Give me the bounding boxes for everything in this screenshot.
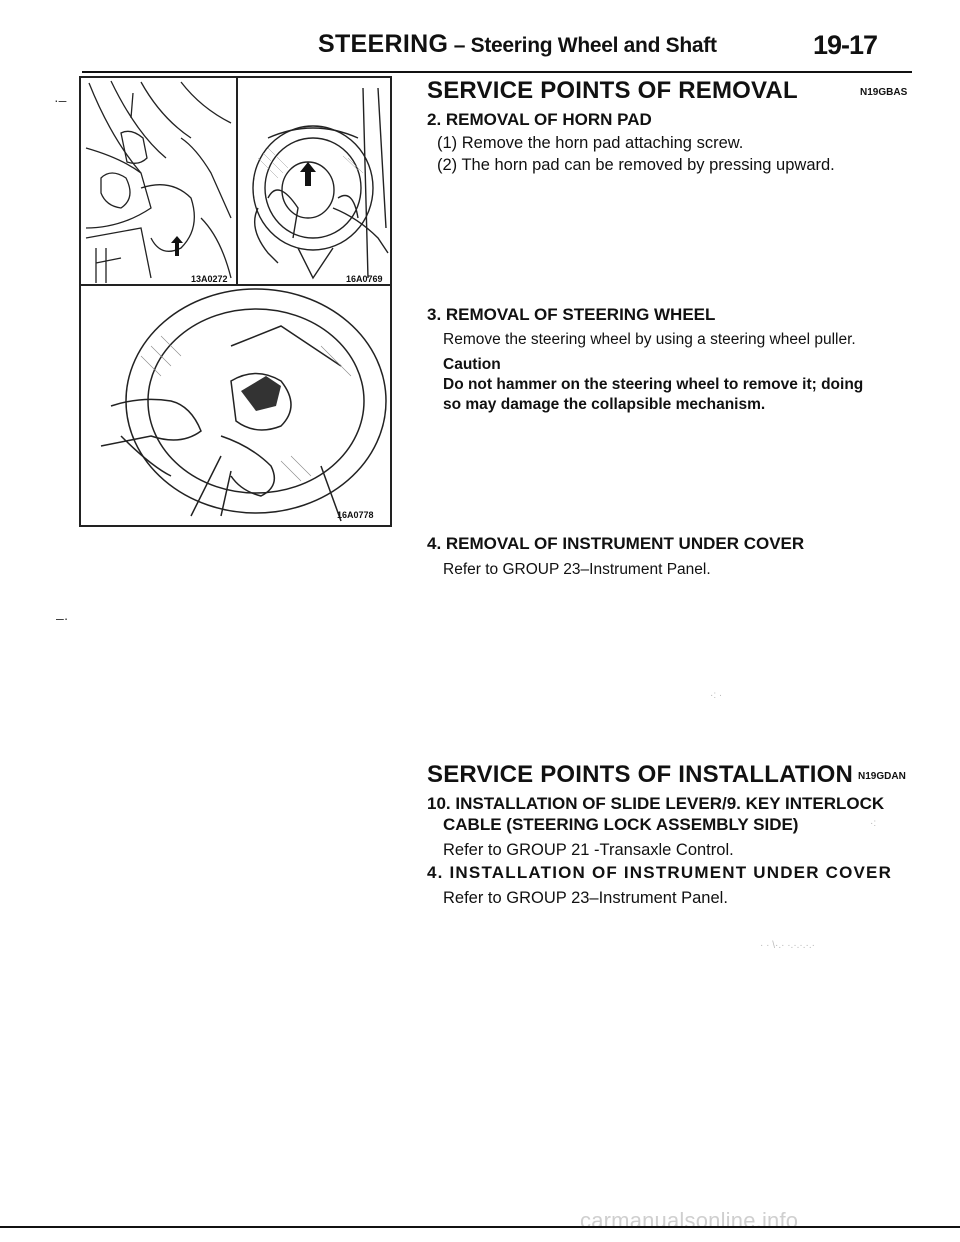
removal-item-line: Refer to GROUP 23–Instrument Panel.: [443, 561, 711, 578]
caution-label: Caution: [443, 356, 501, 373]
figure-code: 13A0272: [191, 274, 228, 284]
removal-item-title: 3. REMOVAL OF STEERING WHEEL: [427, 305, 716, 324]
figure-code: 16A0769: [346, 274, 383, 284]
installation-item-title: 10. INSTALLATION OF SLIDE LEVER/9. KEY I…: [427, 794, 885, 813]
scan-mark: –·: [56, 610, 69, 626]
figure-column-switch: 13A0272: [79, 76, 242, 290]
header-title-main: STEERING: [318, 30, 449, 58]
installation-item-line: Refer to GROUP 23–Instrument Panel.: [443, 889, 728, 907]
footer-rule: [0, 1226, 960, 1228]
removal-code: N19GBAS: [860, 87, 908, 98]
wheel-puller-illustration: [100, 288, 387, 522]
page-header-title: STEERING – Steering Wheel and Shaft: [318, 30, 717, 59]
header-rule: [82, 71, 912, 73]
scan-mark: ·–: [54, 92, 67, 108]
caution-line: so may damage the collapsible mechanism.: [443, 396, 766, 413]
watermark: carmanualsonline.info: [580, 1208, 799, 1233]
column-switch-illustration: [85, 80, 232, 283]
removal-item-line: (2) The horn pad can be removed by press…: [437, 156, 835, 174]
removal-heading: SERVICE POINTS OF REMOVAL: [427, 77, 798, 104]
figure-horn-pad: 16A0769: [236, 76, 392, 290]
caution-line: Do not hammer on the steering wheel to r…: [443, 376, 864, 393]
removal-item-title: 2. REMOVAL OF HORN PAD: [427, 110, 652, 129]
removal-item-title: 4. REMOVAL OF INSTRUMENT UNDER COVER: [427, 534, 805, 553]
scan-mark: ·:: [870, 818, 877, 829]
removal-item-line: (1) Remove the horn pad attaching screw.: [437, 134, 744, 152]
installation-item-line: Refer to GROUP 21 -Transaxle Control.: [443, 841, 734, 859]
page-number: 19-17: [813, 30, 878, 60]
figure-code: 16A0778: [337, 510, 374, 520]
scan-mark: ·: ·: [710, 690, 723, 701]
installation-heading: SERVICE POINTS OF INSTALLATION: [427, 761, 854, 788]
header-title-sub: – Steering Wheel and Shaft: [448, 34, 717, 57]
installation-code: N19GDAN: [858, 771, 906, 782]
figure-steering-wheel-puller: 16A0778: [79, 284, 392, 527]
scan-mark: · · \·.· ·.·.·.·.·: [760, 940, 815, 951]
removal-item-line: Remove the steering wheel by using a ste…: [443, 331, 856, 348]
installation-item-title: 4. INSTALLATION OF INSTRUMENT UNDER COVE…: [427, 863, 893, 882]
horn-pad-illustration: [252, 87, 389, 280]
installation-item-title: CABLE (STEERING LOCK ASSEMBLY SIDE): [443, 815, 799, 834]
